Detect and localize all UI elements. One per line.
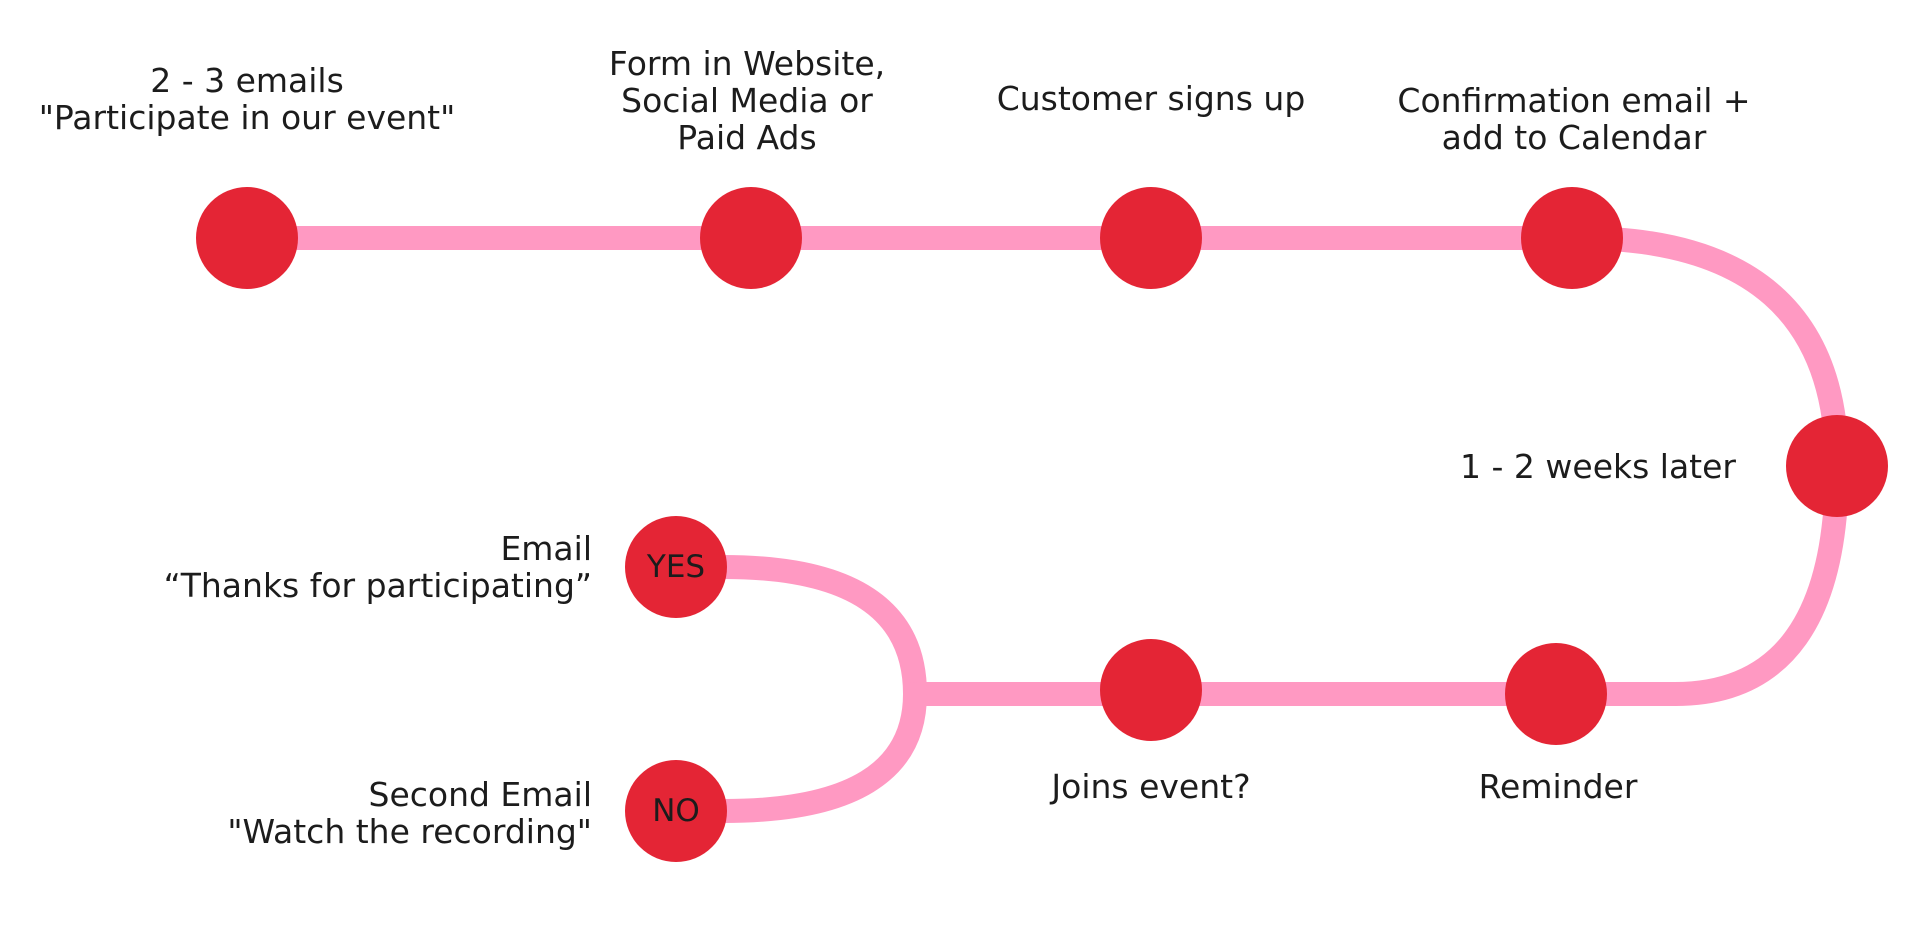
node-yes-label: YES [646,549,706,585]
node-signup [1100,187,1202,289]
label-yes-outcome: Email “Thanks for participating” [163,529,592,605]
node-emails [196,187,298,289]
label-wait: 1 - 2 weeks later [1460,447,1736,486]
node-yes: YES [625,516,727,618]
label-emails: 2 - 3 emails "Participate in our event" [38,61,456,137]
node-form [700,187,802,289]
node-confirmation [1521,187,1623,289]
node-reminder [1505,643,1607,745]
node-joins [1100,639,1202,741]
track-branch-no [712,682,927,823]
label-form: Form in Website, Social Media or Paid Ad… [608,44,886,157]
track-branch-yes [712,555,927,706]
label-joins: Joins event? [1051,767,1251,806]
label-confirmation: Confirmation email + add to Calendar [1397,81,1751,157]
node-wait [1786,415,1888,517]
node-no-label: NO [652,793,700,829]
label-reminder: Reminder [1478,767,1638,806]
label-signup: Customer signs up [996,79,1306,118]
node-no: NO [625,760,727,862]
label-no-outcome: Second Email "Watch the recording" [227,775,592,851]
